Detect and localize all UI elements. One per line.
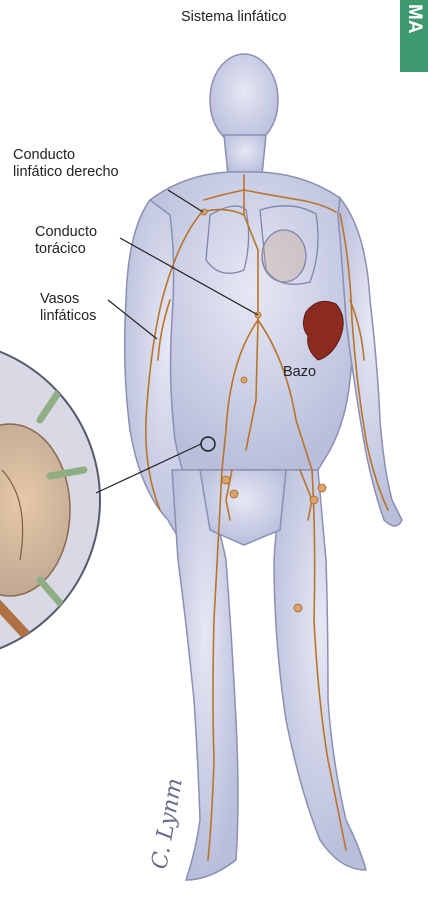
magnified-lymph-node	[0, 340, 100, 660]
section-tab: MA	[400, 0, 428, 72]
label-thoracic-duct: Conducto torácico	[35, 224, 97, 258]
diagram-title: Sistema linfático	[181, 9, 287, 25]
section-tab-text: MA	[403, 4, 425, 34]
label-spleen: Bazo	[283, 364, 316, 381]
label-right-lymphatic-duct: Conducto linfático derecho	[13, 147, 119, 181]
artist-signature: C. Lynm	[147, 776, 188, 871]
label-lymphatic-vessels: Vasos linfáticos	[40, 291, 96, 325]
human-body	[125, 54, 402, 880]
